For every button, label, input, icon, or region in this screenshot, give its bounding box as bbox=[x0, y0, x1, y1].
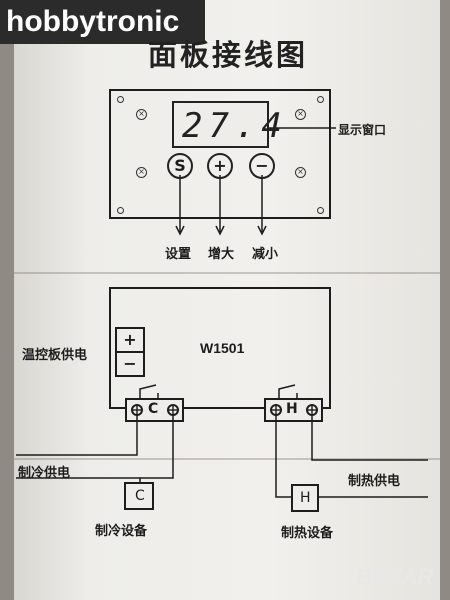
heat-supply-label: 制热供电 bbox=[348, 474, 401, 489]
cool-device-box bbox=[124, 482, 154, 510]
corner-logo: BAZAR bbox=[356, 564, 434, 589]
heat-device-symbol: H bbox=[300, 490, 311, 506]
paper-fold bbox=[14, 458, 440, 460]
heat-terminal-label: H bbox=[286, 401, 298, 417]
model-label: W1501 bbox=[200, 340, 245, 356]
page-title: 面板接线图 bbox=[147, 38, 308, 72]
mount-hole bbox=[117, 207, 124, 214]
cool-device-label: 制冷设备 bbox=[95, 524, 148, 539]
mount-hole bbox=[117, 96, 124, 103]
mount-hole bbox=[317, 96, 324, 103]
heat-device-label: 制热设备 bbox=[281, 526, 334, 541]
plus-terminal: + bbox=[123, 330, 137, 349]
set-button-label: 设置 bbox=[165, 247, 192, 262]
screw-icon: × bbox=[295, 167, 306, 178]
watermark: hobbytronic bbox=[0, 0, 205, 44]
increase-button: + bbox=[207, 153, 233, 179]
screw-icon: × bbox=[136, 109, 147, 120]
heat-terminal-block bbox=[264, 398, 323, 422]
set-button: S bbox=[167, 153, 193, 179]
minus-terminal: − bbox=[123, 354, 137, 373]
mount-hole bbox=[317, 207, 324, 214]
screw-icon: × bbox=[136, 167, 147, 178]
decrease-button-label: 减小 bbox=[252, 247, 279, 262]
instruction-sheet bbox=[14, 0, 440, 600]
cool-device-symbol: C bbox=[135, 488, 145, 504]
heat-relay-contact bbox=[278, 384, 296, 399]
screw-icon: × bbox=[295, 109, 306, 120]
display-value: 27.4 bbox=[182, 106, 288, 146]
sensor-supply-label: 温控板供电 bbox=[22, 348, 88, 363]
decrease-button: − bbox=[249, 153, 275, 179]
controller-outline bbox=[109, 287, 331, 409]
cool-terminal-block bbox=[125, 398, 184, 422]
paper-fold bbox=[14, 272, 440, 274]
control-panel-outline bbox=[109, 89, 331, 219]
increase-button-label: 增大 bbox=[208, 247, 235, 262]
display-window: 27.4 bbox=[172, 101, 282, 148]
cool-supply-label: 制冷供电 bbox=[18, 466, 71, 481]
cool-terminal-label: C bbox=[148, 401, 159, 417]
heat-device-box bbox=[291, 484, 319, 512]
display-label: 显示窗口 bbox=[338, 123, 387, 137]
cool-relay-contact bbox=[139, 384, 157, 399]
